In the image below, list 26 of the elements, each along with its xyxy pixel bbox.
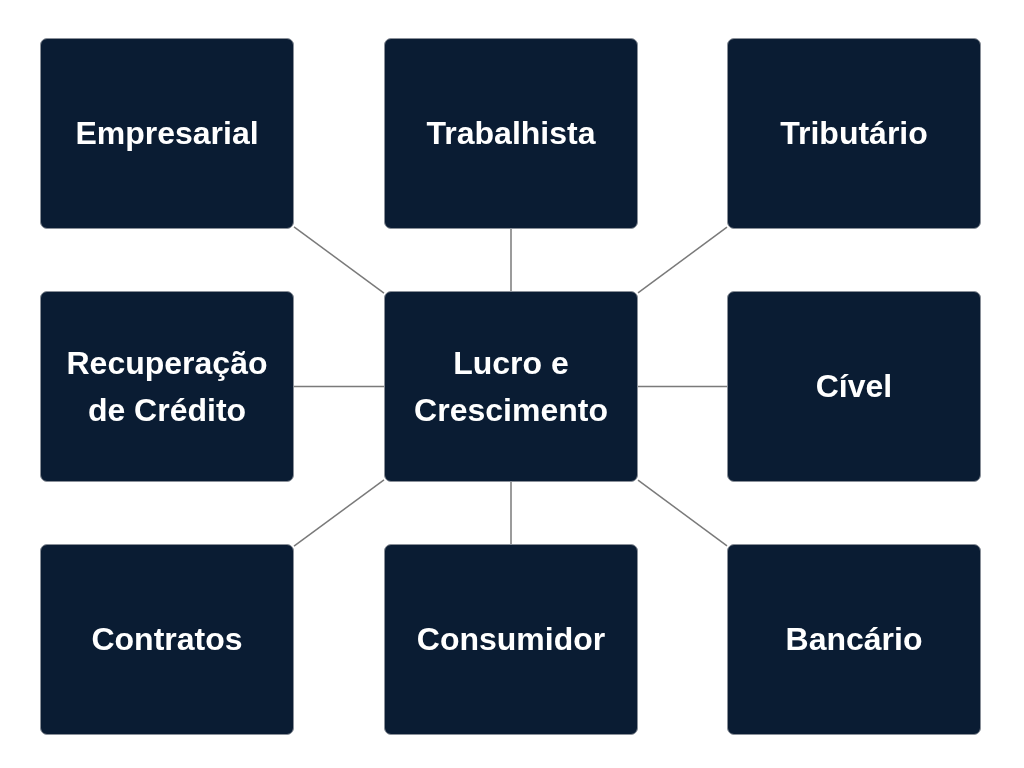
topic-label: Cível [815,367,893,407]
topic-label: Contratos [91,620,243,660]
topic-box [40,38,294,229]
topic-box [727,544,981,735]
connector-line [293,385,385,388]
topic-box [384,544,638,735]
topic-label: Consumidor [416,620,606,660]
topic-label: Lucro e Crescimento [413,344,609,430]
connector-line [510,228,512,292]
topic-box [384,291,638,482]
connector-line [293,479,385,547]
topic-label: Bancário [785,620,923,660]
topic-box [727,38,981,229]
topic-label: Trabalhista [426,114,596,154]
topic-label: Recuperação de Crédito [65,344,269,430]
connector-line [637,226,728,294]
topic-box [40,544,294,735]
connector-line [293,226,385,294]
connector-line [637,479,728,547]
topic-label: Empresarial [75,114,259,154]
topic-box [384,38,638,229]
connector-line [510,481,512,545]
connector-line [637,385,728,388]
topic-box [40,291,294,482]
topic-box [727,291,981,482]
topic-label: Tributário [780,114,928,154]
